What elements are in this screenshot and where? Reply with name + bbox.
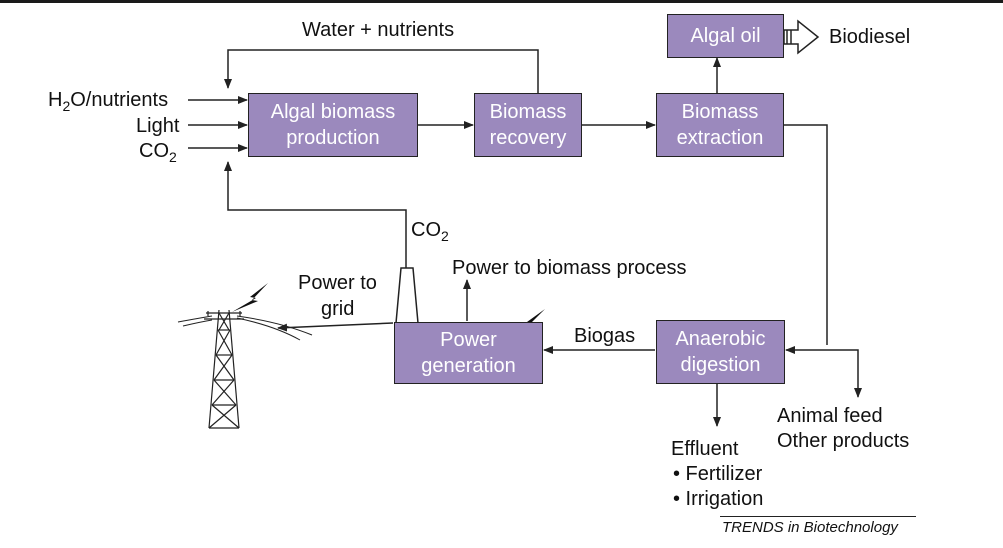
power-lines [177,315,313,341]
label-effluent: Effluent [671,438,739,460]
arrow-co2-recycle [224,161,407,268]
transmission-tower-icon [204,309,244,429]
lightning-bolt-icon-2 [508,309,545,337]
biodiesel-arrow [783,19,820,55]
box-biomass-recovery: Biomass recovery [474,93,582,157]
arrow-extraction-to-digestion [784,124,828,345]
label-power-to-grid-line2: grid [321,298,355,320]
box-biomass-extraction: Biomass extraction [656,93,784,157]
top-rule [0,0,1003,3]
label-biogas: Biogas [574,325,636,347]
arrow-to-animal-feed [827,349,862,398]
label-fertilizer: • Fertilizer [673,463,763,485]
label-biodiesel: Biodiesel [829,26,911,48]
lightning-bolt-icon [232,283,268,312]
label-other-products: Other products [777,430,910,452]
label-water-nutrients: Water + nutrients [302,19,455,41]
arrow-power-to-grid [277,322,394,332]
footer-rule [720,516,916,517]
label-light: Light [136,115,180,137]
label-h2o-nutrients: H2O/nutrients [48,89,169,114]
label-co2-stack: CO2 [411,219,449,244]
footer-credit: TRENDS in Biotechnology [722,519,898,536]
label-power-to-grid-line1: Power to [298,272,377,294]
label-irrigation: • Irrigation [673,488,764,510]
box-anaerobic-digestion: Anaerobic digestion [656,320,785,384]
box-algal-biomass-production: Algal biomass production [248,93,418,157]
arrow-water-loop [224,49,539,94]
smokestack [395,267,419,324]
label-power-to-biomass: Power to biomass process [452,257,687,279]
label-animal-feed: Animal feed [777,405,883,427]
box-power-generation: Power generation [394,322,543,384]
label-co2-input: CO2 [139,140,177,165]
box-algal-oil: Algal oil [667,14,784,58]
